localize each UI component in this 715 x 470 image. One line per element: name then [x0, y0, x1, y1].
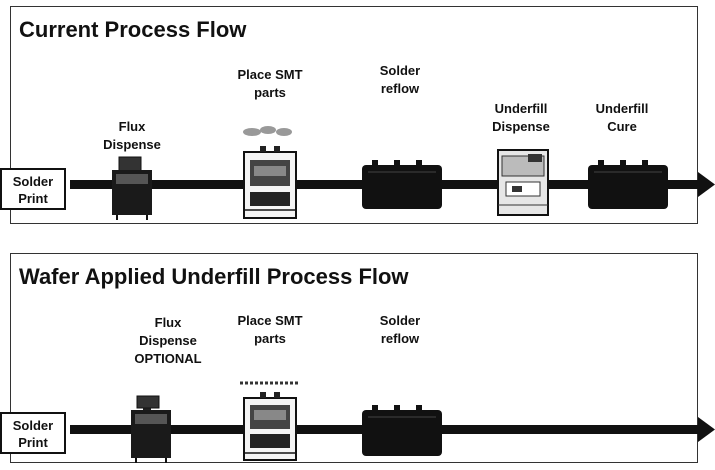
top-step-flux-dispense-label: Flux Dispense [97, 118, 167, 154]
top-step-underfill-dispense-line1: Underfill [476, 100, 566, 118]
bottom-step-reflow-line2: reflow [360, 330, 440, 348]
top-step-underfill-cure-label: Underfill Cure [582, 100, 662, 136]
bottom-step-flux-line2: Dispense [118, 332, 218, 350]
bottom-step-place-smt-line2: parts [220, 330, 320, 348]
top-step-flux-line1: Flux [97, 118, 167, 136]
bottom-step-reflow-line1: Solder [360, 312, 440, 330]
bottom-solder-print-line2: Print [2, 434, 64, 451]
top-flux-dispenser-machine [112, 157, 152, 220]
top-pick-place-machine [243, 126, 296, 218]
bottom-step-place-smt-label: Place SMT parts [220, 312, 320, 348]
top-step-place-smt-line2: parts [220, 84, 320, 102]
top-step-solder-reflow-label: Solder reflow [360, 62, 440, 98]
top-underfill-dispenser-machine [498, 150, 548, 215]
top-step-reflow-line1: Solder [360, 62, 440, 80]
top-solder-print-line1: Solder [2, 173, 64, 190]
top-step-underfill-dispense-label: Underfill Dispense [476, 100, 566, 136]
bottom-step-flux-line1: Flux [118, 314, 218, 332]
top-step-place-smt-line1: Place SMT [220, 66, 320, 84]
bottom-reflow-oven [362, 405, 442, 456]
bottom-solder-print-box: Solder Print [0, 412, 66, 454]
top-step-underfill-dispense-line2: Dispense [476, 118, 566, 136]
bottom-step-place-smt-line1: Place SMT [220, 312, 320, 330]
top-solder-print-box: Solder Print [0, 168, 66, 210]
top-step-underfill-cure-line1: Underfill [582, 100, 662, 118]
bottom-step-flux-dispense-label: Flux Dispense OPTIONAL [118, 314, 218, 368]
bottom-solder-print-line1: Solder [2, 417, 64, 434]
top-solder-print-line2: Print [2, 190, 64, 207]
top-reflow-oven [362, 160, 442, 209]
bottom-step-solder-reflow-label: Solder reflow [360, 312, 440, 348]
bottom-pick-place-machine [240, 383, 300, 460]
top-step-reflow-line2: reflow [360, 80, 440, 98]
bottom-step-flux-line3: OPTIONAL [118, 350, 218, 368]
top-step-underfill-cure-line2: Cure [582, 118, 662, 136]
top-cure-oven [588, 160, 668, 209]
bottom-flux-dispenser-machine [131, 396, 171, 463]
top-step-place-smt-label: Place SMT parts [220, 66, 320, 102]
top-step-flux-line2: Dispense [97, 136, 167, 154]
